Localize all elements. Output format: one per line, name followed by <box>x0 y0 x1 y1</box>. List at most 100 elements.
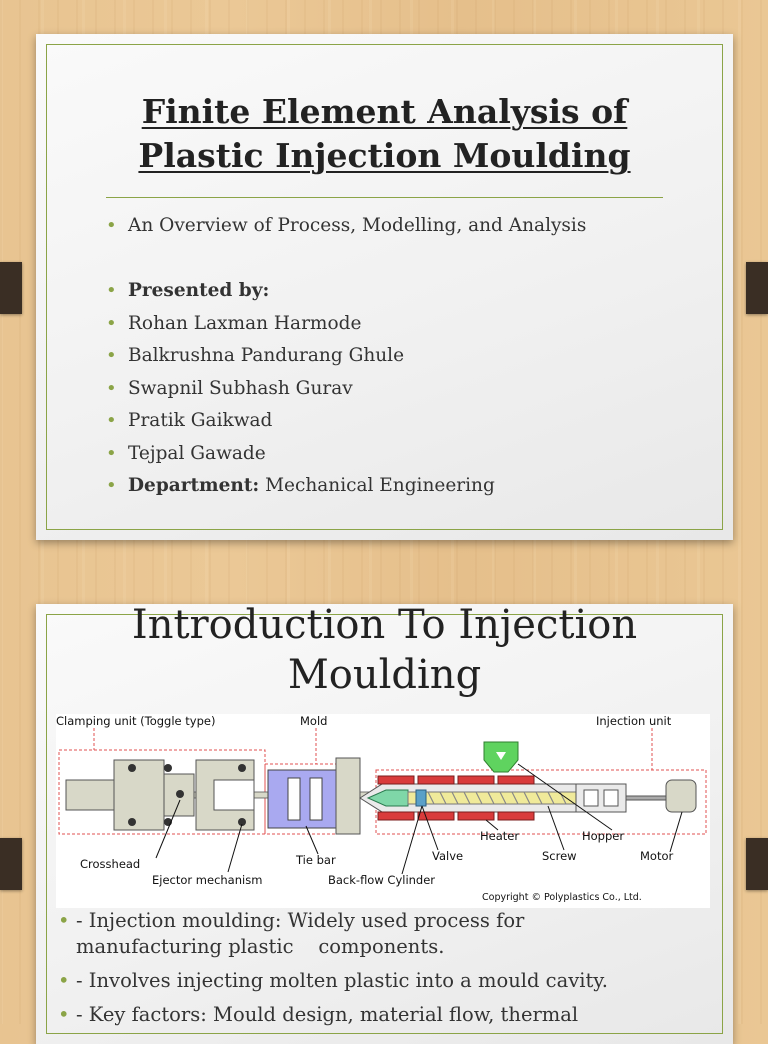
label-heater: Heater <box>480 829 519 843</box>
mold-shape <box>267 769 337 829</box>
bullet-icon: • <box>106 215 117 236</box>
subtitle-text: An Overview of Process, Modelling, and A… <box>128 215 587 236</box>
pin <box>164 764 172 772</box>
bullet-icon: • <box>58 909 70 932</box>
bullet-icon: • <box>106 312 117 334</box>
callout-line <box>305 825 319 855</box>
label-injection-unit: Injection unit <box>596 714 672 728</box>
list-item: • Tejpal Gawade <box>106 442 703 475</box>
bullet-icon: • <box>58 1003 70 1026</box>
presenter-name: Tejpal Gawade <box>128 442 266 464</box>
motor-shaft <box>625 795 667 801</box>
label-valve: Valve <box>432 849 463 863</box>
intro-bullet-list: • - Injection moulding: Widely used proc… <box>58 908 713 1036</box>
list-item: • An Overview of Process, Modelling, and … <box>106 214 703 247</box>
label-motor: Motor <box>640 849 674 863</box>
bullet-icon: • <box>106 410 117 431</box>
heater-band <box>457 775 495 785</box>
heater-band <box>377 811 415 821</box>
list-item: • - Injection moulding: Widely used proc… <box>58 908 713 960</box>
callout-line <box>155 799 181 859</box>
cylinder-rod <box>65 779 117 811</box>
callout-line <box>485 819 499 831</box>
bullet-icon: • <box>106 280 117 301</box>
drive-part <box>583 789 599 807</box>
bullet-line: - Injection moulding: Widely used proces… <box>76 909 525 932</box>
heater-band <box>417 811 455 821</box>
callout-line <box>517 763 613 831</box>
callout-line <box>401 805 423 875</box>
drive-part <box>603 789 619 807</box>
list-item: • Rohan Laxman Harmode <box>106 312 703 345</box>
list-item: • - Involves injecting molten plastic in… <box>58 968 713 994</box>
slide-title: Introduction To Injection Moulding <box>36 600 733 700</box>
heater-band <box>497 811 535 821</box>
title-divider <box>106 197 663 198</box>
hopper-arrow <box>496 752 506 760</box>
title-line-2: Plastic Injection Moulding <box>138 136 631 175</box>
injection-machine-diagram: Clamping unit (Toggle type) Mold Injecti… <box>56 714 710 908</box>
callout-line <box>227 823 243 873</box>
presenter-name: Rohan Laxman Harmode <box>128 312 362 334</box>
slide-1[interactable]: Finite Element Analysis of Plastic Injec… <box>36 34 733 540</box>
bullet-line: manufacturing plastic components. <box>76 935 445 958</box>
label-mold: Mold <box>300 714 327 728</box>
pin <box>238 764 246 772</box>
ejector-slot <box>213 779 255 811</box>
title-line-2: Moulding <box>287 652 482 698</box>
list-item: • Balkrushna Pandurang Ghule <box>106 344 703 377</box>
label-copyright: Copyright © Polyplastics Co., Ltd. <box>482 892 642 903</box>
label-clamping-unit: Clamping unit (Toggle type) <box>56 714 215 728</box>
binder-clip-right <box>746 838 768 890</box>
heater-band <box>377 775 415 785</box>
heater-band <box>497 775 535 785</box>
title-line-1: Introduction To Injection <box>131 602 638 648</box>
rear-platen <box>113 759 165 831</box>
slide-title: Finite Element Analysis of Plastic Injec… <box>36 90 733 178</box>
motor-shape <box>665 779 697 813</box>
pin <box>238 818 246 826</box>
label-tie-bar: Tie bar <box>295 853 336 867</box>
slide-2[interactable]: Introduction To Injection Moulding <box>36 602 733 1044</box>
label-hopper: Hopper <box>582 829 624 843</box>
department-label: Department: <box>128 475 260 496</box>
slide-frame <box>46 44 723 530</box>
label-crosshead: Crosshead <box>80 857 140 871</box>
label-ejector: Ejector mechanism <box>152 873 262 887</box>
heater-band <box>417 775 455 785</box>
bullet-line: - Key factors: Mould design, material fl… <box>76 1003 579 1026</box>
bullet-icon: • <box>106 442 117 464</box>
title-line-1: Finite Element Analysis of <box>141 92 628 131</box>
department-value: Mechanical Engineering <box>259 475 495 496</box>
binder-clip-right <box>746 262 768 314</box>
list-item: • Department: Mechanical Engineering <box>106 474 703 507</box>
presenter-name: Balkrushna Pandurang Ghule <box>128 345 405 366</box>
heater-band <box>457 811 495 821</box>
presenter-name: Swapnil Subhash Gurav <box>128 377 353 399</box>
pin <box>128 764 136 772</box>
bullet-line: - Involves injecting molten plastic into… <box>76 969 608 992</box>
bullet-icon: • <box>106 345 117 366</box>
label-back-flow: Back-flow Cylinder <box>328 873 435 887</box>
list-item: • Pratik Gaikwad <box>106 409 703 442</box>
mold-cavity <box>287 777 301 821</box>
bullet-icon: • <box>58 969 70 992</box>
diagram-svg: Clamping unit (Toggle type) Mold Injecti… <box>56 714 707 903</box>
presenter-name: Pratik Gaikwad <box>128 410 273 431</box>
list-item: • Presented by: <box>106 279 703 312</box>
bullet-icon: • <box>106 377 117 399</box>
mold-cavity <box>309 777 323 821</box>
valve-shape <box>415 789 427 807</box>
presented-by-label: Presented by: <box>128 280 270 301</box>
bullet-icon: • <box>106 475 117 496</box>
list-item: • Swapnil Subhash Gurav <box>106 377 703 410</box>
binder-clip-left <box>0 838 22 890</box>
label-screw: Screw <box>542 849 577 863</box>
binder-clip-left <box>0 262 22 314</box>
callout-line <box>669 811 683 853</box>
fixed-platen <box>335 757 361 835</box>
pin <box>128 818 136 826</box>
pin <box>176 790 184 798</box>
presenter-list: • Presented by: • Rohan Laxman Harmode • Ba… <box>106 279 703 507</box>
callout-line <box>547 805 565 851</box>
